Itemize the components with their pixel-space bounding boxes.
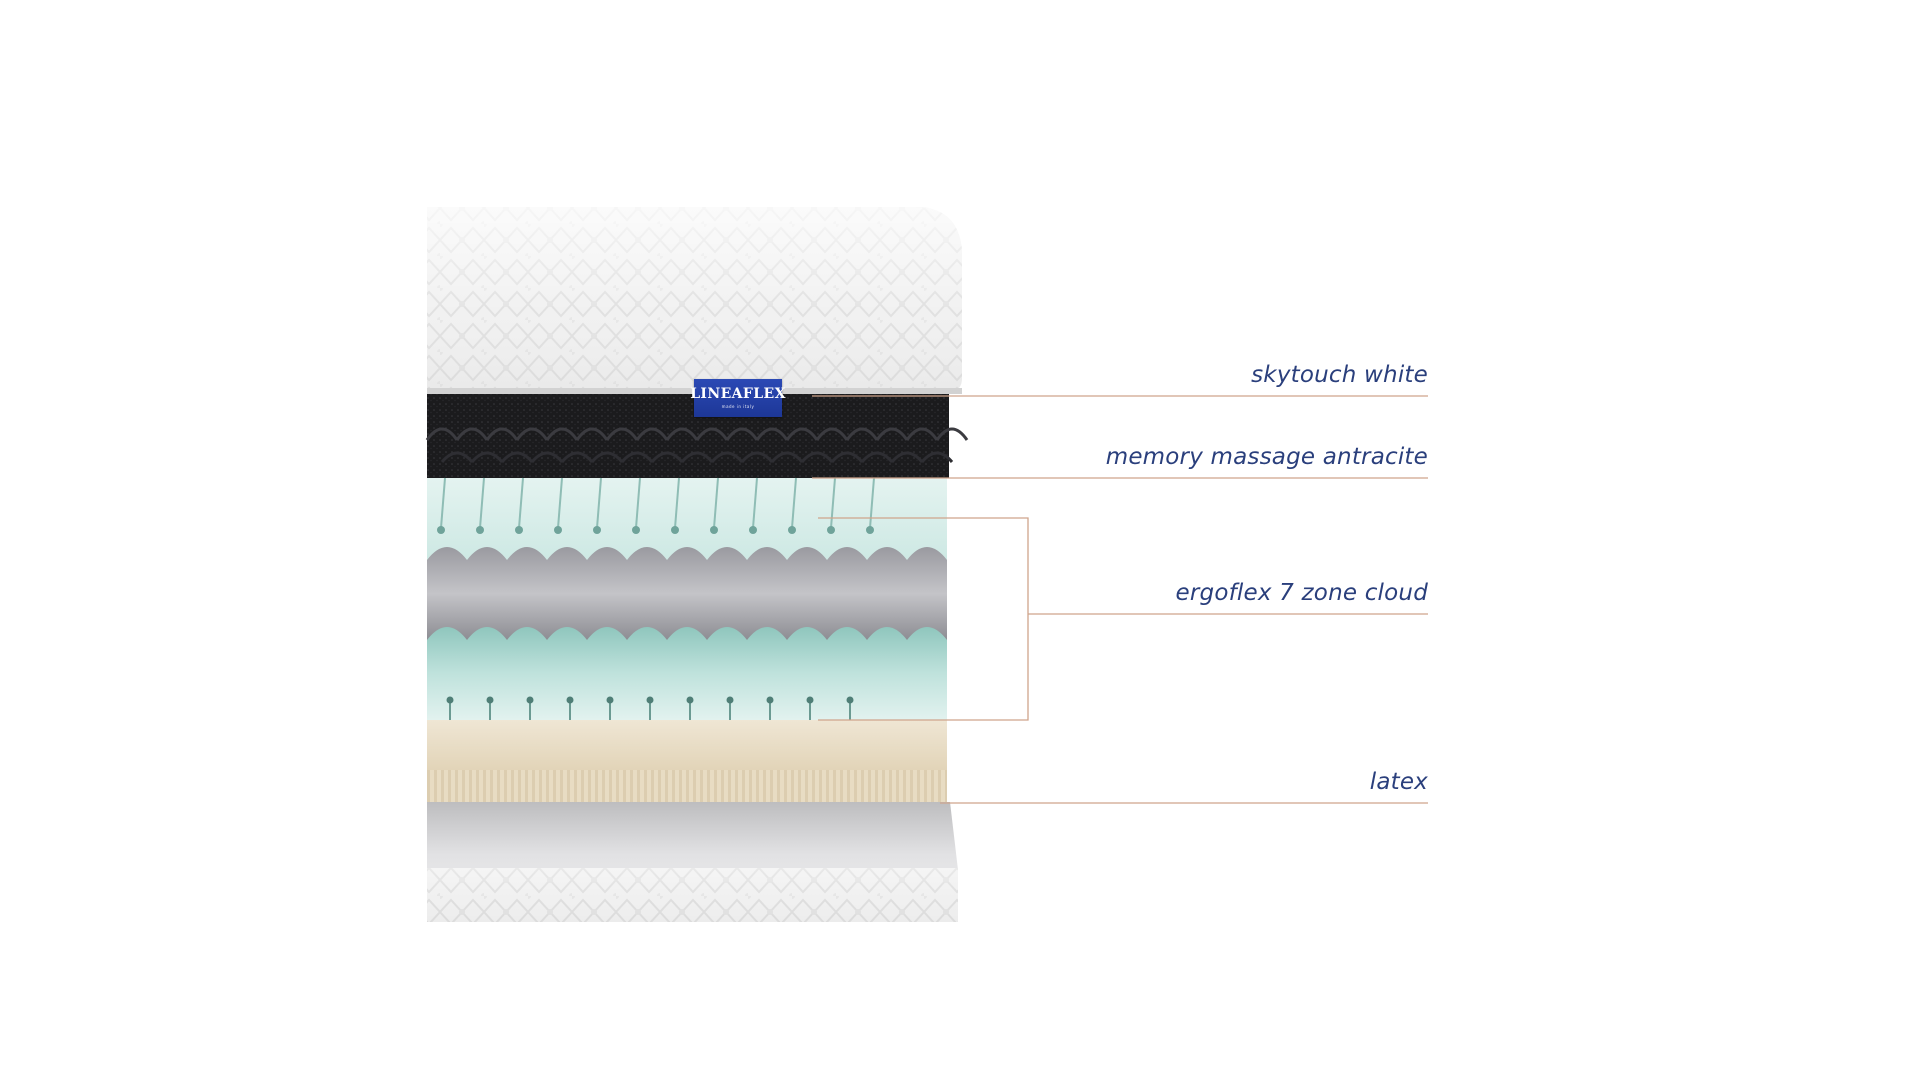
ergoflex-slit-hole: [632, 526, 640, 534]
ergoflex-bottom-hole: [446, 696, 454, 704]
ergoflex-bottom-hole: [806, 696, 814, 704]
ergoflex-slit-hole: [671, 526, 679, 534]
ergoflex-bottom-hole: [846, 696, 854, 704]
top-cover-shading: [427, 207, 962, 392]
ergoflex-bottom-hole: [486, 696, 494, 704]
ergoflex-slit-hole: [515, 526, 523, 534]
ergoflex-slit: [830, 477, 836, 529]
ergoflex-bottom-mint: [427, 627, 947, 720]
layer-label-latex: latex: [1369, 769, 1428, 795]
memory-foam-layer: [427, 394, 949, 478]
ergoflex-slit-hole: [749, 526, 757, 534]
brand-logo-tagline: made in italy: [721, 404, 755, 409]
brand-logo: LINEAFLEX made in italy: [690, 379, 785, 417]
ergoflex-slit: [674, 477, 680, 529]
ergoflex-bottom-hole: [766, 696, 774, 704]
ergoflex-slit: [752, 477, 758, 529]
ergoflex-slit-hole: [476, 526, 484, 534]
ergoflex-bracket: [818, 517, 1029, 721]
ergoflex-slit-hole: [788, 526, 796, 534]
ergoflex-bottom-hole: [726, 696, 734, 704]
brand-logo-text: LINEAFLEX: [690, 386, 786, 402]
ergoflex-slit: [557, 477, 563, 529]
memory-foam-ridges-lower: [440, 451, 954, 463]
ergoflex-slit: [440, 477, 446, 529]
ergoflex-slit: [635, 477, 641, 529]
layer-label-memory-massage-antracite: memory massage antracite: [1105, 444, 1428, 470]
mattress-layers: [425, 207, 969, 922]
ergoflex-slit-hole: [710, 526, 718, 534]
ergoflex-slit: [518, 477, 524, 529]
ergoflex-slit: [791, 477, 797, 529]
layer-label-ergoflex-7-zone-cloud: ergoflex 7 zone cloud: [1175, 580, 1428, 606]
ergoflex-slit: [596, 477, 602, 529]
leader-lines: [812, 395, 1428, 804]
ergoflex-slit: [713, 477, 719, 529]
latex-layer-edge: [427, 770, 947, 802]
base-cover-shading: [427, 868, 958, 922]
ergoflex-bottom-hole: [566, 696, 574, 704]
ergoflex-slit-hole: [827, 526, 835, 534]
latex-layer-top: [427, 720, 947, 770]
layer-label-skytouch-white: skytouch white: [1251, 362, 1428, 388]
ergoflex-slit-hole: [554, 526, 562, 534]
ergoflex-slit: [869, 477, 875, 529]
ergoflex-bottom-hole: [646, 696, 654, 704]
ergoflex-bottom-hole: [526, 696, 534, 704]
memory-foam-ridges: [425, 427, 969, 441]
ergoflex-slit-hole: [593, 526, 601, 534]
ergoflex-layer: [427, 477, 947, 720]
ergoflex-slit: [479, 477, 485, 529]
ergoflex-bottom-hole: [686, 696, 694, 704]
ergoflex-slit-hole: [866, 526, 874, 534]
ergoflex-bottom-hole: [606, 696, 614, 704]
ergoflex-slit-hole: [437, 526, 445, 534]
ergoflex-grey-core: [427, 547, 947, 640]
